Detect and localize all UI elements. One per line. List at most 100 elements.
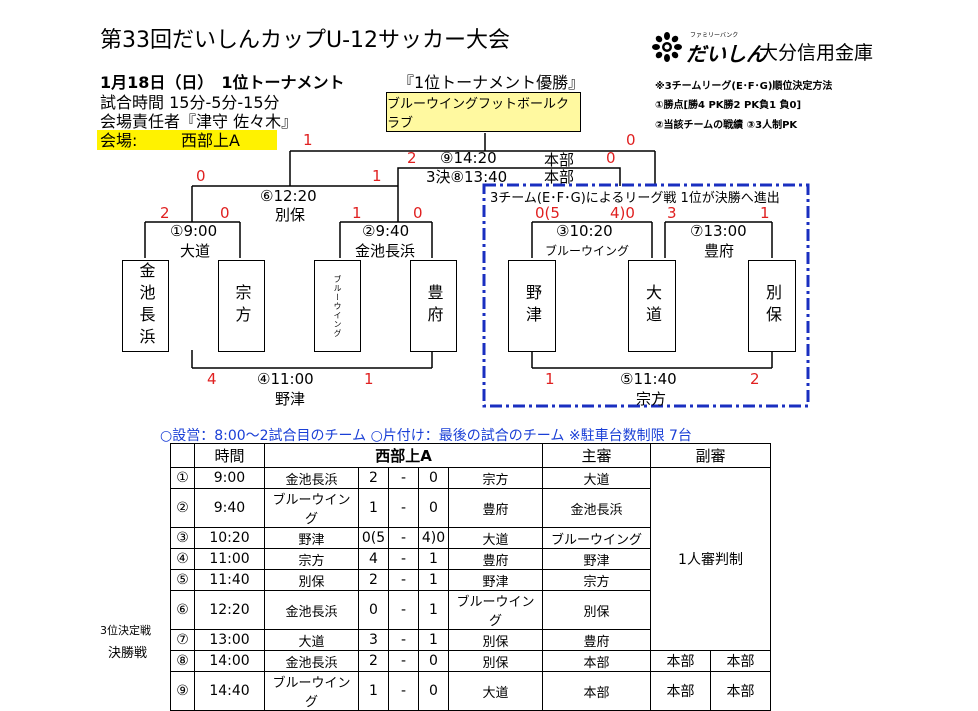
home-score: 0 xyxy=(358,590,389,630)
main-referee: 大道 xyxy=(542,467,651,489)
sub-referee: 本部 xyxy=(650,671,711,711)
team-name: 豊府 xyxy=(424,284,444,328)
team-box-beppo: 別保 xyxy=(748,260,796,352)
sub-referee: 本部 xyxy=(710,650,771,672)
header-blank xyxy=(170,443,195,468)
sub-referee-note: 1人審判制 xyxy=(650,467,771,651)
away-team: 大道 xyxy=(448,671,543,711)
m1-match-label: ①9:00 xyxy=(170,222,218,240)
match-number: ③ xyxy=(170,527,195,549)
m5-right-score: 2 xyxy=(750,370,760,388)
away-score: 0 xyxy=(418,671,449,711)
header-sub-ref: 副審 xyxy=(650,443,771,468)
main-referee: 本部 xyxy=(542,650,651,672)
match-number: ④ xyxy=(170,548,195,570)
score-dash: - xyxy=(388,527,419,549)
away-team: 別保 xyxy=(448,650,543,672)
match-time: 9:40 xyxy=(194,488,265,528)
m7-left-score: 3 xyxy=(667,204,677,222)
flower-logo-icon xyxy=(652,32,682,62)
m1-right-score: 0 xyxy=(220,204,230,222)
match-time: 14:40 xyxy=(194,671,265,711)
semi-right-score: 1 xyxy=(372,167,382,185)
team-box-kanaike: 金池長浜 xyxy=(122,260,169,352)
sponsor-brand: だいしん xyxy=(686,42,766,66)
main-referee: ブルーウイング xyxy=(542,527,651,549)
match-time: 12:20 xyxy=(194,590,265,630)
away-team: 大道 xyxy=(448,527,543,549)
away-score: 0 xyxy=(418,488,449,528)
home-team: ブルーウイング xyxy=(264,671,359,711)
home-score: 2 xyxy=(358,569,389,591)
away-team: 別保 xyxy=(448,629,543,651)
home-team: 大道 xyxy=(264,629,359,651)
home-score: 2 xyxy=(358,650,389,672)
rules-line1: ①勝点[勝4 PK勝2 PK負1 負0] xyxy=(655,100,802,111)
team-box-omichi: 大道 xyxy=(628,260,676,352)
match-number: ⑥ xyxy=(170,590,195,630)
third-right-score: 0 xyxy=(606,149,616,167)
venue-highlight: 会場: 西部上A xyxy=(97,130,277,150)
page-title: 第33回だいしんカップU-12サッカー大会 xyxy=(100,28,511,53)
third-left-score: 2 xyxy=(407,149,417,167)
team-box-houfu: 豊府 xyxy=(410,260,457,352)
sub-referee: 本部 xyxy=(710,671,771,711)
main-referee: 宗方 xyxy=(542,569,651,591)
score-dash: - xyxy=(388,629,419,651)
main-referee: 野津 xyxy=(542,548,651,570)
league-title: 3チーム(E･F･G)によるリーグ戦 1位が決勝へ進出 xyxy=(490,187,780,206)
away-score: 0 xyxy=(418,467,449,489)
main-referee: 金池長浜 xyxy=(542,488,651,528)
venue-label: 会場: xyxy=(100,131,138,150)
sponsor-kana: ファミリーバンク xyxy=(690,32,739,39)
sub-referee: 本部 xyxy=(650,650,711,672)
score-dash: - xyxy=(388,569,419,591)
semi-match-label: ⑥12:20 xyxy=(260,187,317,205)
m2-left-score: 1 xyxy=(352,204,362,222)
m3-right-score: 4)0 xyxy=(610,204,635,222)
match-number: ⑤ xyxy=(170,569,195,591)
away-score: 1 xyxy=(418,569,449,591)
final-ref: 本部 xyxy=(544,151,575,169)
rules-title: ※3チームリーグ(E･F･G)順位決定方法 xyxy=(655,81,833,92)
score-dash: - xyxy=(388,590,419,630)
header-main-ref: 主審 xyxy=(542,443,651,468)
final-match-label: ⑨14:20 xyxy=(440,149,497,167)
away-score: 1 xyxy=(418,629,449,651)
sponsor-name: 大分信用金庫 xyxy=(759,42,874,64)
semi-left-score: 0 xyxy=(196,167,206,185)
third-ref: 本部 xyxy=(544,168,575,186)
m7-right-score: 1 xyxy=(760,204,770,222)
m2-ref: 金池長浜 xyxy=(355,242,416,260)
m3-ref: ブルーウイング xyxy=(545,244,630,258)
home-score: 1 xyxy=(358,671,389,711)
away-score: 1 xyxy=(418,548,449,570)
away-score: 0 xyxy=(418,650,449,672)
m5-match-label: ⑤11:40 xyxy=(620,370,677,388)
home-score: 4 xyxy=(358,548,389,570)
home-score: 1 xyxy=(358,488,389,528)
m2-right-score: 0 xyxy=(413,204,423,222)
home-team: ブルーウイング xyxy=(264,488,359,528)
m1-ref: 大道 xyxy=(180,242,211,260)
away-team: 野津 xyxy=(448,569,543,591)
team-name: ブルーウイング xyxy=(333,274,342,338)
away-team: 豊府 xyxy=(448,548,543,570)
m5-left-score: 1 xyxy=(545,370,555,388)
rules-line2: ②当該チームの戦績 ③3人制PK xyxy=(655,120,798,131)
m2-match-label: ②9:40 xyxy=(362,222,410,240)
third-match-label: 3決⑧13:40 xyxy=(426,168,508,186)
header-time: 時間 xyxy=(194,443,265,468)
away-score: 4)0 xyxy=(418,527,449,549)
home-team: 宗方 xyxy=(264,548,359,570)
main-referee: 別保 xyxy=(542,590,651,630)
match-time: 14:00 xyxy=(194,650,265,672)
home-score: 2 xyxy=(358,467,389,489)
m3-left-score: 0(5 xyxy=(535,204,560,222)
home-team: 金池長浜 xyxy=(264,467,359,489)
